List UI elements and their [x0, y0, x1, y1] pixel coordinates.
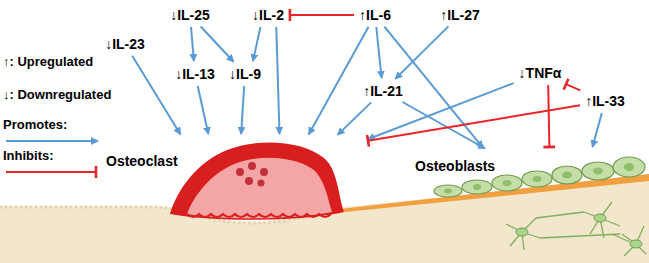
- promote-connector: [191, 27, 194, 61]
- cytokine-label: ↓IL-25: [167, 5, 213, 25]
- legend-entry: ↓: Downregulated: [3, 87, 111, 102]
- cytokine-label: ↑IL-21: [360, 81, 406, 101]
- promote-connector: [132, 56, 180, 135]
- legend-sample: [6, 140, 98, 142]
- osteocyte-processes: [506, 202, 646, 256]
- promote-connector: [253, 27, 261, 61]
- cytokine-label: ↑IL-6: [356, 5, 394, 25]
- cytokine-label: ↓IL-2: [249, 5, 287, 25]
- promote-connector: [198, 86, 209, 134]
- osteoclast-cytoplasm: [187, 158, 332, 219]
- inhibit-connector: [368, 105, 580, 141]
- node-text: ↑IL-21: [363, 83, 403, 99]
- cytokine-label: ↓TNFα: [516, 63, 565, 83]
- legend-text: Inhibits:: [3, 148, 54, 163]
- cytokine-label: ↓IL-23: [102, 34, 148, 54]
- cell-label: Osteoclast: [104, 137, 365, 207]
- node-text: ↓IL-2: [252, 7, 284, 23]
- nuclei: [236, 162, 268, 187]
- node-text: Osteoclast: [104, 137, 365, 169]
- promote-connector: [376, 27, 381, 78]
- legend-text: ↑: Upregulated: [3, 54, 93, 69]
- legend-text: ↓: Downregulated: [3, 87, 111, 102]
- cell-label: Osteoblasts: [413, 150, 645, 205]
- cytokine-label: ↓IL-13: [172, 64, 218, 84]
- promote-connector: [309, 27, 369, 135]
- cytokine-label: ↑IL-33: [582, 91, 628, 111]
- promote-connector: [338, 102, 372, 134]
- inhibit-connector: [290, 14, 354, 16]
- node-text: ↑IL-33: [585, 93, 625, 109]
- node-text: ↓IL-13: [175, 66, 215, 82]
- cytokine-label: ↑IL-27: [437, 5, 483, 25]
- osteoclast-cell: [170, 142, 344, 219]
- legend-entry: ↑: Upregulated: [3, 54, 93, 69]
- promote-connector: [395, 26, 448, 79]
- node-text: ↓TNFα: [519, 65, 562, 81]
- ruffled-border: [187, 214, 331, 217]
- promote-connector: [241, 86, 244, 134]
- node-text: ↓IL-25: [170, 7, 210, 23]
- cytokine-label: ↓IL-9: [226, 64, 264, 84]
- inhibit-connector: [566, 84, 580, 90]
- osteocytes: [516, 214, 642, 248]
- legend-entry: Inhibits:: [3, 148, 54, 163]
- promote-connector: [593, 113, 602, 147]
- legend-text: Promotes:: [3, 117, 67, 132]
- legend-entry: Promotes:: [3, 117, 67, 132]
- node-text: ↓IL-9: [229, 66, 261, 82]
- promote-connector: [276, 27, 279, 134]
- legend-sample: [6, 171, 96, 173]
- inhibit-connector: [548, 85, 549, 147]
- node-text: ↑IL-27: [440, 7, 480, 23]
- node-text: ↓IL-23: [105, 36, 145, 52]
- promote-connector: [201, 27, 234, 62]
- node-text: Osteoblasts: [413, 150, 645, 174]
- node-text: ↑IL-6: [359, 7, 391, 23]
